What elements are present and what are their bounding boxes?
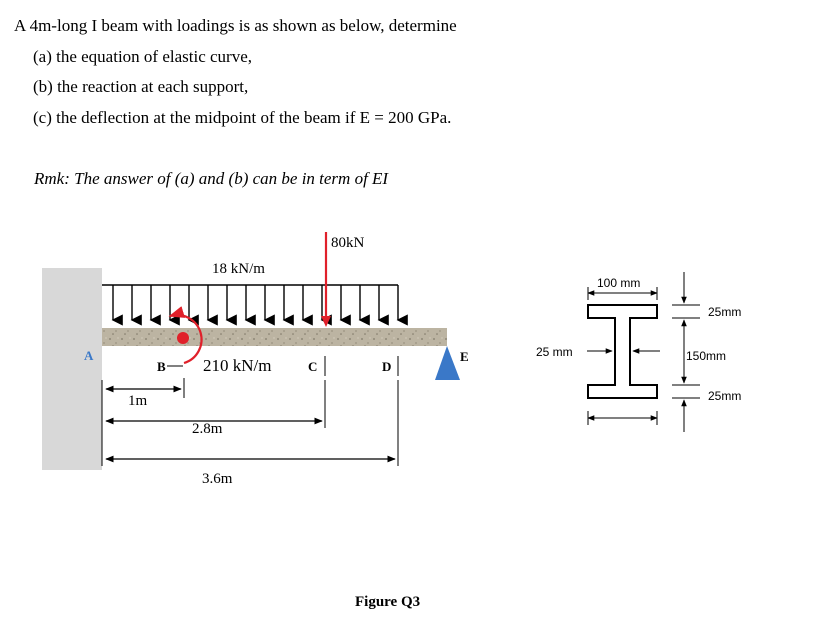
bottom-flange-label: 25mm xyxy=(708,389,741,403)
fixed-wall xyxy=(42,268,102,470)
moment-arc xyxy=(168,306,203,365)
point-load-arrowhead xyxy=(321,316,331,327)
i-section xyxy=(587,304,658,399)
point-e-label: E xyxy=(460,349,469,364)
dim-label-1m: 1m xyxy=(128,393,148,409)
point-b-label: B xyxy=(157,359,166,374)
point-load-label: 80kN xyxy=(331,235,365,251)
point-a-label: A xyxy=(84,348,94,363)
support-e xyxy=(435,346,460,380)
problem-intro: A 4m-long I beam with loadings is as sho… xyxy=(14,16,457,35)
figure-caption: Figure Q3 xyxy=(355,594,420,610)
moment-label: 210 kN/m xyxy=(203,356,271,375)
point-d-label: D xyxy=(382,359,391,374)
dim-label-3-6m: 3.6m xyxy=(202,471,233,487)
moment-point xyxy=(177,332,189,344)
section-width-label: 100 mm xyxy=(597,276,640,290)
beam xyxy=(102,328,447,346)
problem-part-b: (b) the reaction at each support, xyxy=(33,77,249,96)
problem-part-c: (c) the deflection at the midpoint of th… xyxy=(33,108,452,127)
problem-remark: Rmk: The answer of (a) and (b) can be in… xyxy=(34,169,389,188)
web-height-label: 150mm xyxy=(686,349,726,363)
point-c-label: C xyxy=(308,359,317,374)
distributed-load-label: 18 kN/m xyxy=(212,261,265,277)
distributed-load xyxy=(102,284,408,326)
top-flange-label: 25mm xyxy=(708,305,741,319)
dim-label-2-8m: 2.8m xyxy=(192,421,223,437)
web-thickness-label: 25 mm xyxy=(536,345,573,359)
problem-part-a: (a) the equation of elastic curve, xyxy=(33,47,253,66)
